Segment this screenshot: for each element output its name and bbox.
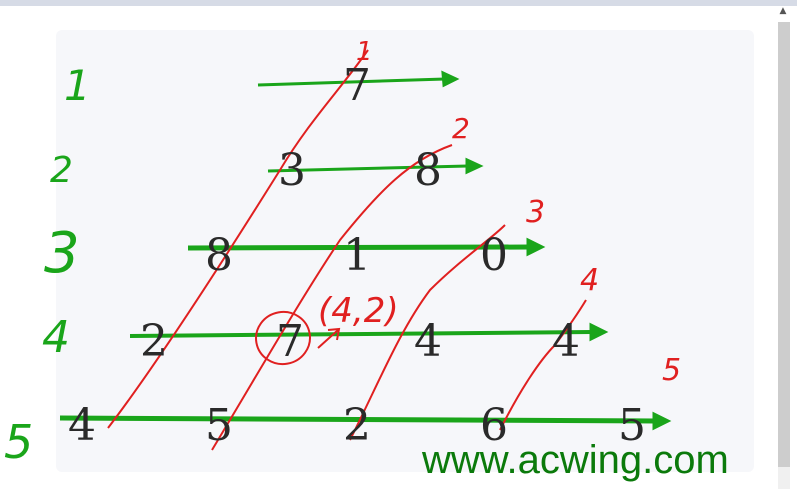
row-arrow-3: [187, 244, 531, 251]
scrollbar-thumb[interactable]: [778, 22, 790, 467]
row-arrow-4: [129, 330, 593, 338]
cell-r3-c2: 1: [343, 230, 371, 281]
cell-r1-c1: 7: [343, 60, 371, 111]
cell-r5-c3: 2: [343, 400, 371, 451]
row-arrow-5: [59, 415, 656, 424]
row-label-3: 3: [44, 221, 80, 286]
cell-r4-c3: 4: [414, 316, 442, 367]
row-arrows: [59, 70, 672, 431]
diagonal-lines: [107, 49, 587, 451]
diagonal-line-1: [107, 49, 369, 429]
scroll-up-arrow-icon[interactable]: ▲: [779, 6, 787, 16]
row-label-4: 4: [42, 312, 70, 363]
cell-r5-c4: 6: [480, 400, 508, 451]
row-labels: 1 2 3 4 5: [4, 61, 91, 469]
cell-r3-c3: 0: [480, 230, 508, 281]
cell-r5-c1: 4: [68, 400, 96, 451]
row-label-1: 1: [64, 61, 91, 110]
coordinate-note: (4,2): [318, 291, 399, 331]
diagonal-labels: 1 2 3 4 5: [356, 37, 681, 388]
cell-r4-c2: 7: [276, 316, 304, 367]
row-arrow-1: [257, 77, 446, 87]
cell-r5-c2: 5: [205, 400, 233, 451]
window-top-bar: [0, 0, 797, 6]
triangle-figure-panel: [56, 30, 754, 472]
row-arrow-3-head: [526, 237, 546, 257]
row-label-2: 2: [50, 150, 73, 191]
triangle-numbers: 7 3 8 8 1 0 2 7 4 4 4 5 2 6 5: [68, 60, 646, 451]
cell-r5-c5: 5: [618, 400, 646, 451]
diagonal-line-2: [211, 144, 453, 451]
row-label-5: 5: [4, 415, 33, 469]
cell-r2-c2: 8: [414, 145, 442, 196]
pointer-arrow: [317, 329, 339, 349]
row-arrow-5-head: [652, 411, 672, 431]
diagonal-line-4: [499, 299, 587, 431]
diagonal-line-3: [349, 224, 506, 441]
row-arrow-4-head: [589, 322, 609, 342]
row-arrow-2: [267, 164, 469, 173]
diagonal-label-4: 4: [580, 263, 599, 298]
diagonal-label-2: 2: [452, 112, 470, 145]
cell-r4-c1: 2: [140, 316, 168, 367]
cell-r3-c1: 8: [205, 230, 233, 281]
diagonal-label-1: 1: [356, 37, 373, 67]
row-arrow-2-head: [465, 157, 484, 175]
row-arrow-1-head: [441, 70, 460, 88]
diagonal-label-5: 5: [662, 353, 681, 388]
cell-r2-c1: 3: [278, 145, 306, 196]
pointer-arrow-head: [327, 327, 341, 341]
vertical-scrollbar[interactable]: [778, 22, 790, 489]
cell-r4-c4: 4: [552, 316, 580, 367]
watermark-text: www.acwing.com: [422, 438, 729, 482]
diagonal-label-3: 3: [526, 195, 545, 230]
highlight-circle: [255, 310, 311, 366]
